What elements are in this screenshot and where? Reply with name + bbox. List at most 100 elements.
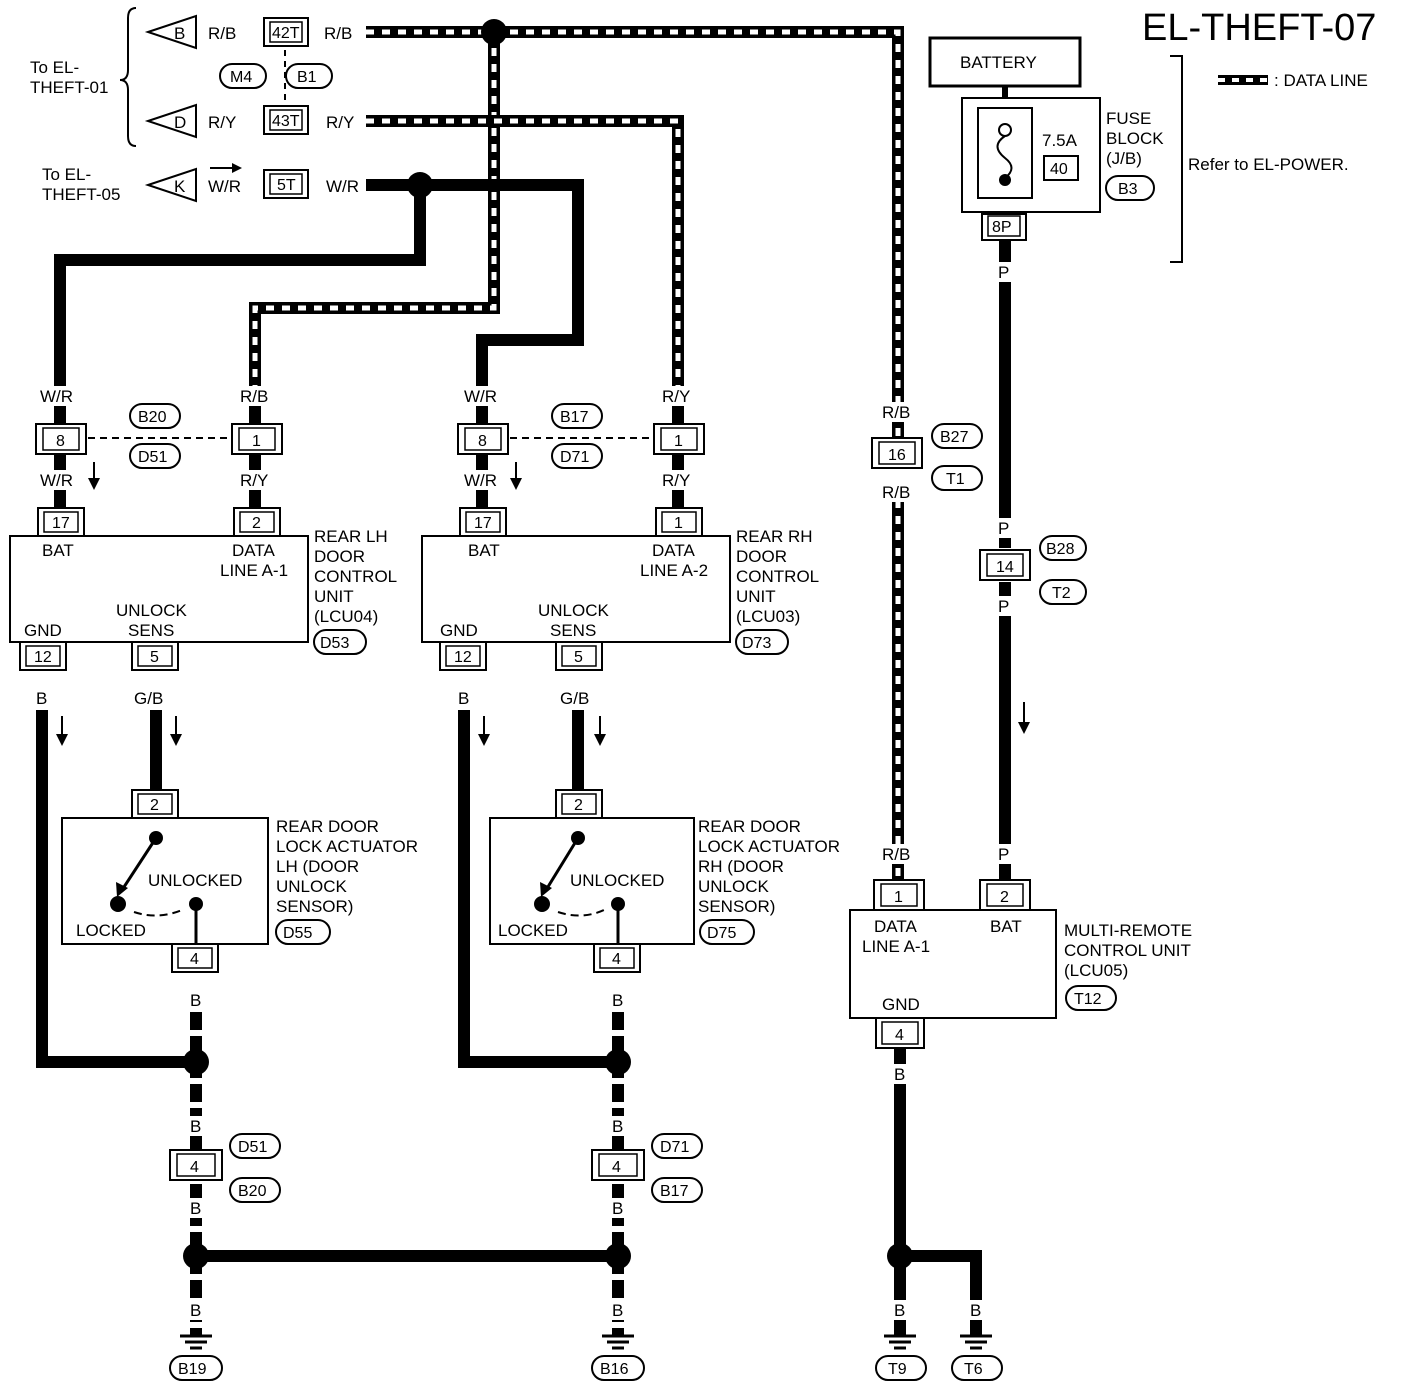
svg-text:B1: B1	[297, 69, 317, 86]
fuse-value: 7.5A	[1042, 131, 1078, 150]
svg-text:B: B	[458, 689, 469, 708]
rh-joint-connectors: 8 1 B17 D71 W/R R/Y	[457, 403, 705, 508]
wire-wr	[54, 179, 584, 412]
data-line-rb	[249, 26, 904, 880]
ref-to-el-theft-01: To EL- THEFT-01	[30, 7, 137, 147]
svg-text:2: 2	[1000, 889, 1009, 906]
svg-text:M4: M4	[230, 69, 252, 86]
svg-text:BAT: BAT	[42, 541, 74, 560]
svg-text:B: B	[36, 689, 47, 708]
svg-text:BAT: BAT	[990, 917, 1022, 936]
svg-text:REAR DOOR: REAR DOOR	[698, 817, 801, 836]
svg-text:FUSE: FUSE	[1106, 109, 1151, 128]
svg-text:B: B	[190, 1301, 201, 1320]
svg-text:CONTROL: CONTROL	[736, 567, 819, 586]
svg-text:BATTERY: BATTERY	[960, 53, 1037, 72]
svg-text:LOCKED: LOCKED	[76, 921, 146, 940]
svg-text:8: 8	[56, 433, 65, 450]
lh-lower-wires: B G/B	[36, 689, 196, 1068]
svg-text:SENSOR): SENSOR)	[276, 897, 353, 916]
svg-text:B: B	[612, 1301, 623, 1320]
battery: BATTERY	[928, 36, 1082, 88]
rb-wire-labels: R/B R/B R/B	[880, 402, 916, 864]
lh-door-control-unit: 17 2 BAT DATA LINE A-1 UNLOCK SENS GND R…	[9, 507, 397, 671]
svg-text:UNLOCKED: UNLOCKED	[570, 871, 664, 890]
svg-text:MULTI-REMOTE: MULTI-REMOTE	[1064, 921, 1192, 940]
svg-text:R/Y: R/Y	[326, 113, 354, 132]
svg-text:R/Y: R/Y	[662, 471, 690, 490]
svg-text:T6: T6	[964, 1361, 983, 1378]
svg-text:CONTROL: CONTROL	[314, 567, 397, 586]
svg-text:W/R: W/R	[40, 387, 73, 406]
svg-text:(LCU03): (LCU03)	[736, 607, 800, 626]
svg-text:W/R: W/R	[326, 177, 359, 196]
svg-text:DOOR: DOOR	[736, 547, 787, 566]
mrcu-ground-run: B B B T9 T6	[875, 1048, 1003, 1381]
svg-text:T12: T12	[1074, 991, 1102, 1008]
svg-text:(LCU04): (LCU04)	[314, 607, 378, 626]
svg-text:12: 12	[454, 649, 472, 666]
fuse-block: 7.5A 40 FUSE BLOCK (J/B) B3 8P	[961, 86, 1164, 241]
svg-text:8P: 8P	[992, 219, 1012, 236]
svg-text:GND: GND	[440, 621, 478, 640]
terminal-d: D R/Y 43T R/Y	[144, 103, 354, 139]
svg-text:D75: D75	[707, 925, 736, 942]
svg-text:REAR RH: REAR RH	[736, 527, 813, 546]
svg-text:R/B: R/B	[240, 387, 268, 406]
svg-text:UNLOCK: UNLOCK	[276, 877, 348, 896]
svg-text:W/R: W/R	[40, 471, 73, 490]
svg-text:D51: D51	[138, 449, 167, 466]
splice-rb	[481, 19, 507, 45]
svg-text:B28: B28	[1046, 541, 1075, 558]
svg-text:K: K	[174, 177, 186, 196]
svg-text:1: 1	[252, 433, 261, 450]
svg-text:D: D	[174, 113, 186, 132]
svg-text:5: 5	[574, 649, 583, 666]
svg-text:W/R: W/R	[464, 471, 497, 490]
svg-text:P: P	[998, 597, 1009, 616]
svg-text:W/R: W/R	[208, 177, 241, 196]
svg-text:W/R: W/R	[464, 387, 497, 406]
svg-text:B: B	[190, 991, 201, 1010]
svg-text:B: B	[174, 24, 185, 43]
svg-text:DATA: DATA	[232, 541, 275, 560]
svg-text:G/B: G/B	[560, 689, 589, 708]
svg-text:B: B	[612, 991, 623, 1010]
svg-text:Refer to EL-POWER.: Refer to EL-POWER.	[1188, 155, 1349, 174]
svg-text:4: 4	[190, 951, 199, 968]
rh-lower-wires: B G/B	[458, 689, 618, 1068]
svg-text:2: 2	[252, 515, 261, 532]
svg-text:4: 4	[895, 1027, 904, 1044]
svg-text:LINE A-2: LINE A-2	[640, 561, 708, 580]
svg-text:BLOCK: BLOCK	[1106, 129, 1164, 148]
page-title: EL-THEFT-07	[1142, 7, 1376, 49]
svg-text:BAT: BAT	[468, 541, 500, 560]
svg-text:GND: GND	[24, 621, 62, 640]
svg-text:B: B	[970, 1301, 981, 1320]
svg-text:UNIT: UNIT	[736, 587, 776, 606]
svg-text:GND: GND	[882, 995, 920, 1014]
svg-text:2: 2	[150, 797, 159, 814]
svg-text:P: P	[998, 519, 1009, 538]
connector-16: 16 B27 T1	[871, 423, 983, 491]
svg-text:2: 2	[574, 797, 583, 814]
svg-text:B17: B17	[660, 1183, 689, 1200]
terminal-k: K W/R 5T W/R	[144, 163, 359, 203]
data-line-legend: : DATA LINE	[1218, 71, 1368, 90]
svg-text:THEFT-01: THEFT-01	[30, 78, 108, 97]
svg-text:LH (DOOR: LH (DOOR	[276, 857, 359, 876]
svg-text:D55: D55	[283, 925, 312, 942]
svg-text:UNLOCK: UNLOCK	[698, 877, 770, 896]
fuse-number: 40	[1050, 161, 1068, 178]
svg-text:1: 1	[894, 889, 903, 906]
svg-text:B20: B20	[238, 1183, 267, 1200]
svg-text:R/B: R/B	[208, 24, 236, 43]
svg-text:SENS: SENS	[550, 621, 596, 640]
rh-door-control-unit: 17 1 BAT DATA LINE A-2 UNLOCK SENS GND R…	[421, 507, 819, 671]
svg-text:P: P	[998, 263, 1009, 282]
rh-lock-actuator: 2 UNLOCKED LOCKED REAR DOOR LOCK ACTUATO…	[489, 789, 840, 973]
svg-text:LINE A-1: LINE A-1	[862, 937, 930, 956]
svg-text:R/Y: R/Y	[208, 113, 236, 132]
svg-text:B20: B20	[138, 409, 167, 426]
